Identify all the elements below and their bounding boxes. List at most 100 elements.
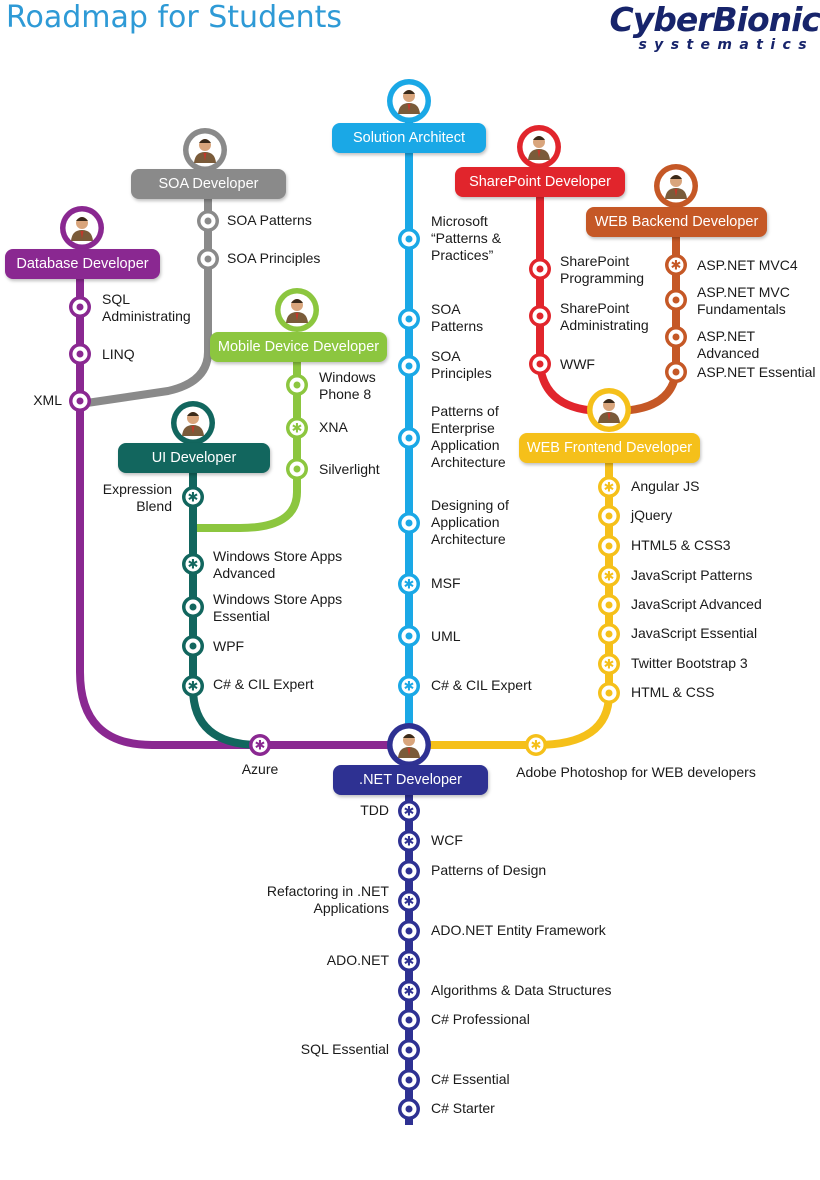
svg-text:✱: ✱ <box>404 835 415 850</box>
svg-text:✱: ✱ <box>404 680 415 695</box>
station-label-mobile-0: Windows Phone 8 <box>319 369 376 402</box>
svg-text:✱: ✱ <box>404 955 415 970</box>
station-mobile <box>286 374 308 396</box>
role-label-dotnet: .NET Developer <box>333 765 488 795</box>
station-star-dotnet: ✱ <box>398 830 420 852</box>
station-dotnet <box>398 1039 420 1061</box>
station-dotnet <box>398 1069 420 1091</box>
station-label-dotnet-1: WCF <box>431 832 463 848</box>
station-star-backend: ✱ <box>665 254 687 276</box>
station-label-solution-0: Microsoft “Patterns & Practices” <box>431 213 502 263</box>
station-label-frontend-1: jQuery <box>631 507 673 523</box>
station-dotnet <box>398 1098 420 1120</box>
station-ui <box>182 596 204 618</box>
station-dotnet <box>398 860 420 882</box>
person-icon <box>654 164 698 208</box>
station-star-frontend: ✱ <box>598 476 620 498</box>
station-label-frontend-6: Twitter Bootstrap 3 <box>631 655 748 671</box>
station-label-solution-6: UML <box>431 628 461 644</box>
station-label-dotnet-10: C# Starter <box>431 1100 495 1116</box>
station-label-solution-2: SOA Principles <box>431 348 492 381</box>
station-backend <box>665 289 687 311</box>
svg-text:✱: ✱ <box>404 805 415 820</box>
station-label-ui-3: WPF <box>213 638 245 654</box>
station-solution <box>398 512 420 534</box>
station-label-azure: Azure <box>241 761 279 777</box>
station-label-database-2: XML <box>33 392 62 408</box>
svg-text:✱: ✱ <box>188 680 199 695</box>
station-label-ui-2: Windows Store Apps Essential <box>213 591 343 624</box>
svg-text:✱: ✱ <box>404 895 415 910</box>
station-label-sharepoint-2: WWF <box>560 356 595 372</box>
station-label-sharepoint-0: SharePoint Programming <box>560 253 645 286</box>
station-solution <box>398 625 420 647</box>
station-label-ui-1: Windows Store Apps Advanced <box>213 548 343 581</box>
station-label-mobile-1: XNA <box>319 419 348 435</box>
station-soa <box>197 210 219 232</box>
station-frontend <box>598 505 620 527</box>
role-label-sharepoint: SharePoint Developer <box>455 167 625 197</box>
station-label-photoshop: Adobe Photoshop for WEB developers <box>516 764 756 780</box>
station-star-frontend: ✱ <box>598 565 620 587</box>
role-label-frontend: WEB Frontend Developer <box>519 433 700 463</box>
station-star-dotnet: ✱ <box>398 980 420 1002</box>
person-icon <box>171 401 215 445</box>
station-label-sharepoint-1: SharePoint Administrating <box>560 300 649 333</box>
logo-wordmark: CyberBionic <box>609 0 820 39</box>
station-star-solution: ✱ <box>398 675 420 697</box>
station-label-ui-0: Expression Blend <box>102 481 172 514</box>
station-dotnet <box>398 920 420 942</box>
svg-text:✱: ✱ <box>604 570 615 585</box>
station-label-backend-0: ASP.NET MVC4 <box>697 257 798 273</box>
person-icon <box>183 128 227 172</box>
station-label-backend-1: ASP.NET MVC Fundamentals <box>697 284 790 317</box>
station-star-ui: ✱ <box>182 675 204 697</box>
station-label-database-1: LINQ <box>102 346 135 362</box>
station-label-backend-3: ASP.NET Essential <box>697 364 816 380</box>
route-line-mobile <box>193 350 301 532</box>
station-label-frontend-5: JavaScript Essential <box>631 625 758 641</box>
station-star-frontend: ✱ <box>598 653 620 675</box>
station-database <box>69 390 91 412</box>
svg-text:✱: ✱ <box>671 259 682 274</box>
person-icon <box>517 125 561 169</box>
station-label-frontend-2: HTML5 & CSS3 <box>631 537 731 553</box>
role-label-backend: WEB Backend Developer <box>586 207 767 237</box>
station-label-frontend-3: JavaScript Patterns <box>631 567 753 583</box>
station-label-dotnet-5: ADO.NET <box>326 952 389 968</box>
station-frontend <box>598 594 620 616</box>
station-label-solution-4: Designing of Application Architecture <box>431 497 509 547</box>
station-label-mobile-2: Silverlight <box>319 461 380 477</box>
station-label-solution-1: SOA Patterns <box>431 301 484 334</box>
person-icon <box>387 79 431 123</box>
station-ui <box>182 635 204 657</box>
station-sharepoint <box>529 353 551 375</box>
role-label-soa: SOA Developer <box>131 169 286 199</box>
station-solution <box>398 228 420 250</box>
station-label-dotnet-4: ADO.NET Entity Framework <box>431 922 606 938</box>
station-frontend <box>598 535 620 557</box>
station-label-ui-4: C# & CIL Expert <box>213 676 314 692</box>
role-label-ui: UI Developer <box>118 443 270 473</box>
station-star-dotnet: ✱ <box>398 950 420 972</box>
station-star-dotnet: ✱ <box>398 890 420 912</box>
station-star-mobile: ✱ <box>286 417 308 439</box>
station-solution <box>398 427 420 449</box>
logo-tagline: systematics <box>638 37 814 53</box>
station-label-dotnet-0: TDD <box>360 802 389 818</box>
station-label-dotnet-9: C# Essential <box>431 1071 510 1087</box>
station-star-dotnet: ✱ <box>398 800 420 822</box>
station-label-dotnet-7: C# Professional <box>431 1011 530 1027</box>
station-label-frontend-0: Angular JS <box>631 478 700 494</box>
station-mobile <box>286 458 308 480</box>
station-soa <box>197 248 219 270</box>
person-icon <box>587 388 631 432</box>
station-label-solution-5: MSF <box>431 575 461 591</box>
station-solution <box>398 308 420 330</box>
station-star-ui: ✱ <box>182 553 204 575</box>
svg-text:✱: ✱ <box>604 658 615 673</box>
station-database <box>69 296 91 318</box>
company-logo: CyberBionic systematics <box>596 0 820 60</box>
station-dotnet <box>398 1009 420 1031</box>
station-star-frontend: ✱ <box>525 734 547 756</box>
